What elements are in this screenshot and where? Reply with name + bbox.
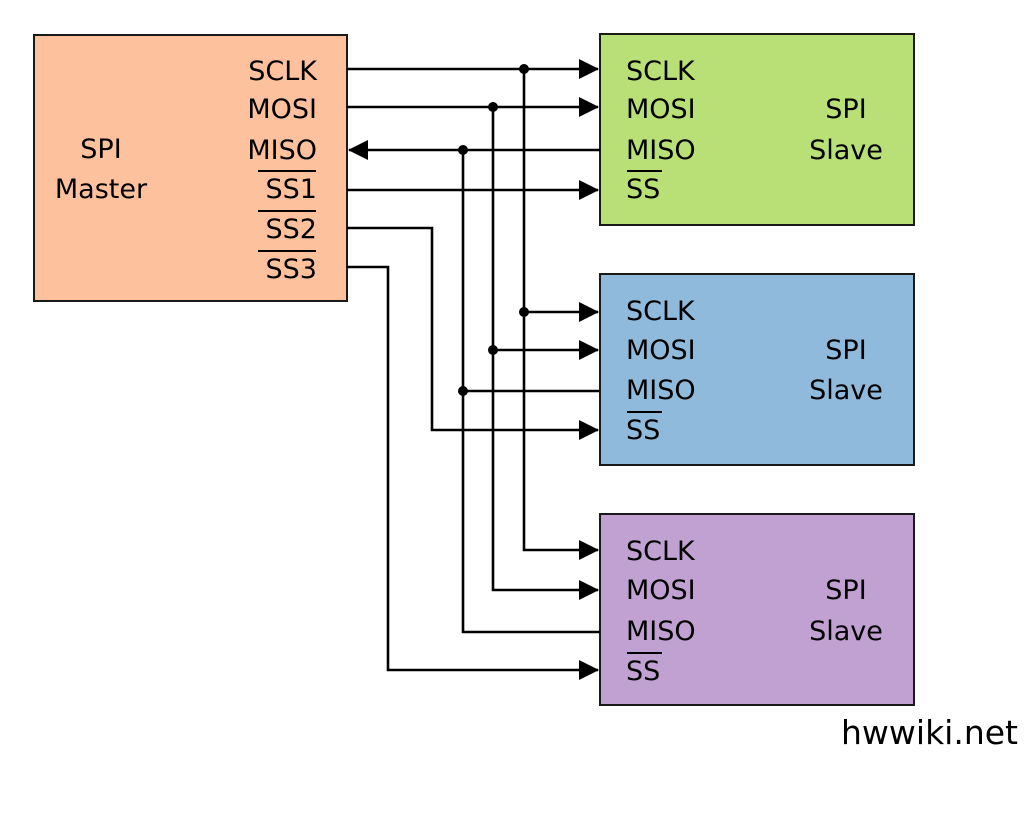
- bus-wires: [347, 59, 600, 680]
- slave-2-pin-ss: SS: [626, 415, 660, 446]
- slave-1-pin-ss: SS: [626, 174, 660, 205]
- sclk-junction-mid: [519, 307, 529, 317]
- slave-3-pin-mosi: MOSI: [626, 575, 696, 606]
- master-pin-ss3: SS3: [266, 254, 317, 285]
- spi-master: SPI Master SCLK MOSI MISO SS1 SS2 SS3: [33, 34, 348, 302]
- miso-junction-mid: [458, 386, 468, 396]
- master-pin-ss2: SS2: [266, 214, 317, 245]
- slave-2-title-line2: Slave: [809, 375, 883, 406]
- spi-master-box: [33, 34, 348, 302]
- spi-slave-1: SCLK MOSI MISO SS SPI Slave: [599, 33, 915, 226]
- master-pin-sclk: SCLK: [248, 56, 318, 87]
- miso-wire-from-slave-3: [461, 391, 600, 634]
- mosi-junction-top: [488, 102, 498, 112]
- slave-3-pin-sclk: SCLK: [626, 536, 696, 567]
- miso-junction-top: [458, 145, 468, 155]
- master-pin-miso: MISO: [247, 135, 317, 166]
- master-title-line2: Master: [55, 174, 148, 205]
- ss3-wire: [347, 265, 599, 680]
- spi-slave-3-box: [599, 513, 915, 706]
- sclk-junction-top: [519, 64, 529, 74]
- mosi-wire-to-slave-3: [491, 350, 599, 600]
- slave-2-pin-miso: MISO: [626, 375, 696, 406]
- slave-1-title-line1: SPI: [825, 94, 866, 125]
- slave-1-pin-sclk: SCLK: [626, 56, 696, 87]
- spi-slave-3: SCLK MOSI MISO SS SPI Slave: [599, 513, 915, 706]
- mosi-junction-mid: [488, 345, 498, 355]
- mosi-wire-to-slave-2: [491, 107, 599, 360]
- master-pin-ss1: SS1: [266, 174, 317, 205]
- slave-3-title-line2: Slave: [809, 616, 883, 647]
- slave-3-pin-ss: SS: [626, 656, 660, 687]
- slave-2-title-line1: SPI: [825, 335, 866, 366]
- ss2-wire: [347, 226, 599, 440]
- master-pin-mosi: MOSI: [247, 94, 317, 125]
- slave-2-pin-sclk: SCLK: [626, 296, 696, 327]
- spi-slave-1-box: [599, 33, 915, 226]
- miso-wire-from-slave-2: [461, 150, 600, 393]
- slave-2-pin-mosi: MOSI: [626, 335, 696, 366]
- spi-slave-2: SCLK MOSI MISO SS SPI Slave: [599, 273, 915, 466]
- master-title-line1: SPI: [80, 134, 121, 165]
- spi-slave-2-box: [599, 273, 915, 466]
- slave-3-title-line1: SPI: [825, 575, 866, 606]
- watermark: hwwiki.net: [841, 713, 1018, 752]
- slave-1-title-line2: Slave: [809, 135, 883, 166]
- slave-1-pin-miso: MISO: [626, 135, 696, 166]
- slave-1-pin-mosi: MOSI: [626, 94, 696, 125]
- slave-3-pin-miso: MISO: [626, 616, 696, 647]
